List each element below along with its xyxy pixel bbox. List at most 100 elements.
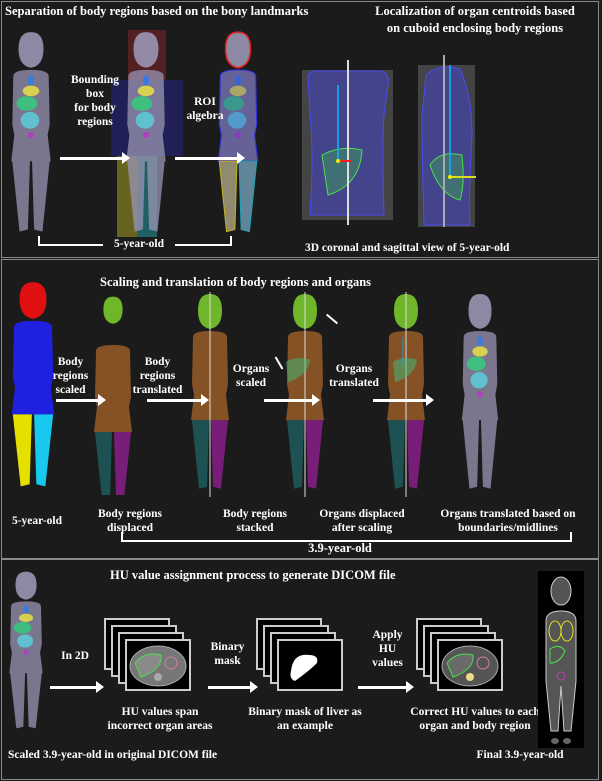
left-leg-region — [12, 414, 32, 487]
liver-displaced — [286, 358, 310, 383]
panel1-title: Separation of body regions based on the … — [5, 4, 309, 18]
leg-roi — [218, 160, 238, 233]
label-line: scaled — [235, 377, 267, 389]
head — [225, 32, 251, 68]
label-line: Binary — [210, 641, 245, 653]
phantom-scaled-dicom — [9, 571, 43, 729]
arrow-label-body-scaled: Body regions scaled — [48, 355, 93, 397]
heart — [477, 336, 483, 347]
panel-body-region-separation — [1, 1, 599, 258]
intestines — [227, 111, 247, 129]
caption-stacked: Body regions stacked — [210, 507, 300, 535]
caption-binary-mask: Binary mask of liver as an example — [240, 705, 370, 733]
right-leg-region — [95, 432, 112, 495]
head-roi — [224, 31, 252, 69]
arrow-right-icon — [60, 152, 130, 164]
label-line: displaced — [106, 522, 153, 534]
label-line: boundaries/midlines — [458, 522, 558, 534]
arrow-right-icon — [358, 681, 414, 693]
stomach — [22, 85, 40, 97]
arrow-right-icon — [50, 681, 104, 693]
bladder — [142, 131, 150, 139]
arrow-right-icon — [56, 394, 106, 406]
phantom-displaced — [94, 296, 132, 495]
stomach — [137, 85, 155, 97]
bladder — [23, 650, 29, 655]
label-line: regions — [52, 370, 89, 382]
label-line: organ and body region — [419, 720, 531, 732]
body-regions — [94, 296, 132, 495]
body — [461, 330, 499, 489]
sagittal-torso — [421, 66, 473, 226]
label-line: values — [372, 657, 403, 669]
label-line: stacked — [236, 522, 274, 534]
panel3-title: HU value assignment process to generate … — [110, 568, 396, 582]
label-line: incorrect organ areas — [107, 720, 213, 732]
phantom-stacked — [191, 292, 229, 497]
arrow-label-binary-mask: Binary mask — [205, 640, 250, 668]
liver — [13, 621, 32, 634]
phantom-5yo-roi — [217, 31, 259, 233]
intestines — [135, 111, 155, 129]
body — [9, 601, 43, 729]
label-line: mask — [214, 655, 241, 667]
bladder — [234, 131, 242, 139]
ct-slice-image — [441, 645, 499, 687]
panel1-right-title-line1: Localization of organ centroids based — [375, 4, 575, 18]
caption-organs-translated: Organs translated based on boundaries/mi… — [433, 507, 583, 535]
panel-hu-assignment — [1, 559, 599, 780]
label-line: HU — [378, 643, 397, 655]
torso-region — [11, 320, 55, 415]
arrow-right-icon — [373, 394, 434, 406]
label-line: Body — [57, 356, 84, 368]
intestines — [20, 111, 40, 129]
ct-slice — [277, 639, 343, 691]
heart — [27, 75, 35, 86]
head-region — [19, 282, 47, 319]
label-line: translated — [329, 377, 379, 389]
head — [15, 571, 37, 600]
leg-roi — [238, 160, 258, 233]
caption-scaled-dicom: Scaled 3.9-year-old in original DICOM fi… — [8, 749, 218, 761]
body — [218, 69, 258, 232]
stomach — [18, 613, 34, 622]
label-line: Correct HU values to each — [410, 706, 540, 718]
label-line: Bounding — [71, 74, 119, 86]
bracket-3-9yo — [121, 532, 572, 542]
phantom-5yo-colored-regions — [11, 282, 55, 487]
arrow-label-2d: In 2D — [61, 650, 89, 662]
label-line: after scaling — [331, 522, 393, 534]
label-line: regions — [139, 370, 176, 382]
ct-slice-image — [129, 645, 187, 687]
bracket-5yo-label: 5-year-old — [103, 237, 175, 251]
phantom-organs-displaced — [286, 292, 324, 497]
label-line: Body regions — [97, 508, 162, 520]
head-region — [103, 296, 123, 324]
torso-roi — [217, 69, 259, 162]
label-line: Apply — [372, 629, 403, 641]
bracket-3-9yo-label: 3.9-year-old — [308, 541, 372, 555]
torso-region — [94, 345, 132, 432]
body — [11, 69, 51, 232]
body — [126, 69, 166, 232]
heart — [23, 605, 29, 614]
liver — [466, 356, 486, 371]
coronal-sagittal-views — [302, 55, 476, 227]
coronal-sagittal-caption: 3D coronal and sagittal view of 5-year-o… — [305, 242, 510, 254]
arrow-right-icon — [147, 394, 209, 406]
label-line: Organs displaced — [319, 508, 405, 520]
liver — [223, 96, 245, 111]
head — [133, 32, 159, 68]
label-line: translated — [132, 384, 183, 396]
intestines — [470, 371, 488, 389]
left-leg-region — [407, 420, 424, 489]
step-bounding-box-label: Bounding box for body regions — [60, 73, 130, 129]
arrow-right-icon — [264, 394, 320, 406]
arrow-label-body-translated: Body regions translated — [130, 355, 185, 397]
bladder — [27, 131, 35, 139]
arrow-right-icon — [175, 152, 245, 164]
heart — [142, 75, 150, 86]
arrow-label-organs-scaled: Organs scaled — [228, 362, 274, 390]
ct-slice — [437, 639, 503, 691]
